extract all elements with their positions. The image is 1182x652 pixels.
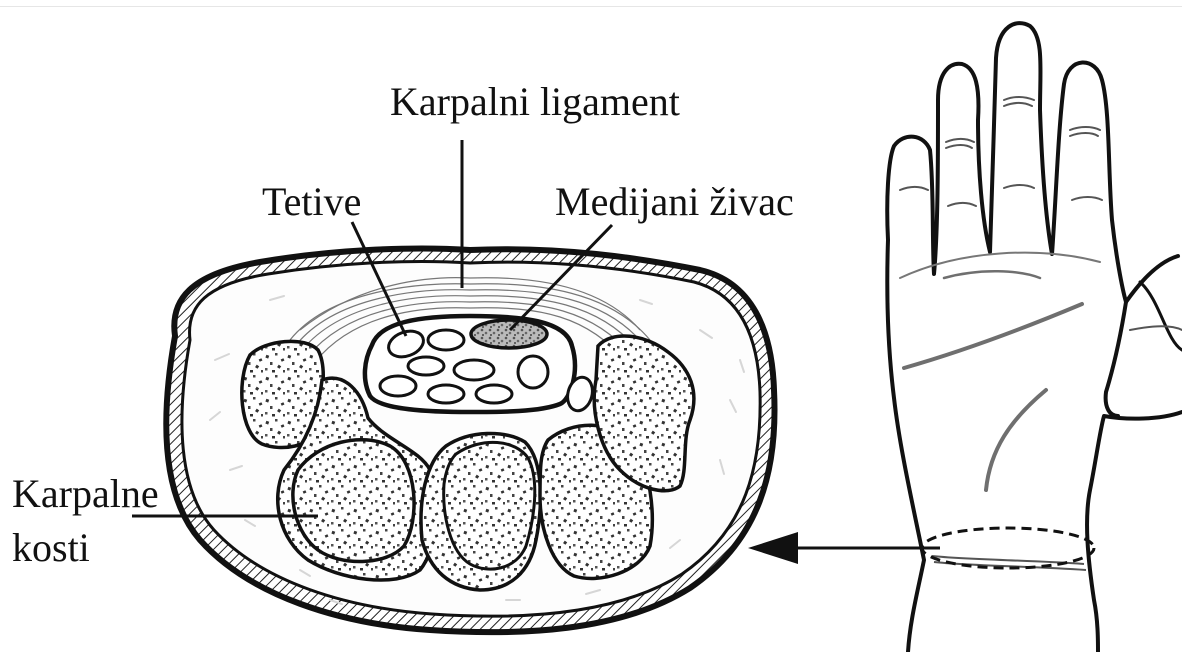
- label-ligament: Karpalni ligament: [390, 82, 680, 122]
- label-median-nerve: Medijani živac: [555, 182, 794, 222]
- palm-lines: [904, 271, 1082, 490]
- tendon: [380, 376, 416, 396]
- tendon: [454, 360, 494, 380]
- tendon: [428, 385, 464, 403]
- carpal-tunnel: [365, 316, 596, 414]
- location-arrow: [748, 532, 940, 564]
- bone-lower-left-inner: [293, 440, 414, 562]
- tendon: [476, 385, 512, 403]
- bone-middle: [421, 433, 540, 590]
- thumb-outline: [1106, 302, 1126, 416]
- arrowhead-icon: [748, 532, 798, 564]
- median-nerve: [471, 320, 547, 348]
- label-tendons: Tetive: [262, 182, 361, 222]
- tendon: [408, 357, 444, 375]
- tendon: [518, 356, 548, 388]
- thumb-top: [1140, 282, 1182, 350]
- label-bones-line1: Karpalne: [12, 474, 159, 514]
- tendon: [428, 330, 464, 350]
- label-bones-line2: kosti: [12, 528, 90, 568]
